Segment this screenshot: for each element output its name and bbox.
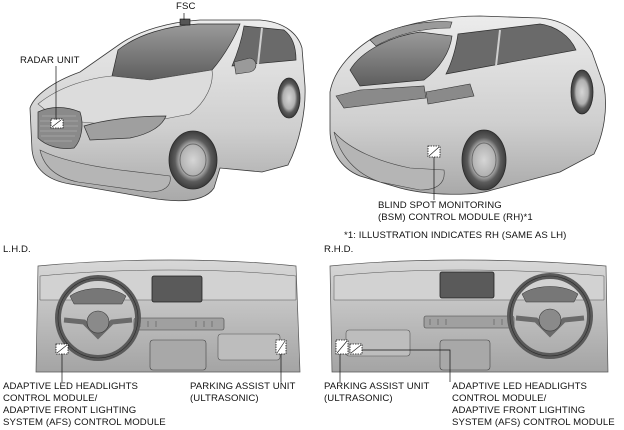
- rear-wheel-right: [461, 129, 507, 191]
- rhd-park-label-line1: PARKING ASSIST UNIT: [324, 381, 430, 392]
- rear-c-pillar: [495, 29, 501, 67]
- radar-unit-marker: [50, 118, 64, 129]
- footnote-label: *1: ILLUSTRATION INDICATES RH (SAME AS L…: [344, 230, 567, 241]
- front-wheel-right: [570, 69, 594, 115]
- front-bumper: [39, 149, 171, 193]
- front-wheel-left: [168, 130, 218, 190]
- lhd-heading: L.H.D.: [3, 244, 31, 255]
- rear-taillight-left: [335, 85, 427, 109]
- rhd-center-display: [439, 271, 495, 299]
- radar-unit-label: RADAR UNIT: [20, 55, 80, 66]
- lhd-afs-label-line4: SYSTEM (AFS) CONTROL MODULE: [3, 417, 166, 428]
- rear-car-illustration: [329, 15, 606, 200]
- front-headlight: [83, 115, 167, 141]
- lhd-park-label-line2: (ULTRASONIC): [190, 393, 259, 404]
- rhd-dashboard-illustration: [329, 259, 609, 382]
- rhd-afs-leader: [362, 349, 451, 382]
- bsm-label-line2: (BSM) CONTROL MODULE (RH)*1: [378, 212, 533, 223]
- lhd-park-label-line1: PARKING ASSIST UNIT: [190, 381, 296, 392]
- rhd-afs-label-line3: ADAPTIVE FRONT LIGHTING: [452, 405, 586, 416]
- grille-mesh: [40, 115, 78, 142]
- rhd-heading: R.H.D.: [324, 244, 354, 255]
- rhd-afs-label-line1: ADAPTIVE LED HEADLIGHTS: [452, 381, 588, 392]
- front-windshield: [111, 23, 241, 81]
- fsc-label: FSC: [176, 1, 196, 12]
- front-side-windows: [231, 25, 297, 67]
- fsc-marker: [179, 18, 191, 26]
- rear-side-windows: [445, 23, 577, 75]
- lhd-center-display: [151, 275, 203, 303]
- rhd-park-label-line2: (ULTRASONIC): [324, 393, 393, 404]
- front-hood: [37, 69, 213, 127]
- lhd-afs-label-line3: ADAPTIVE FRONT LIGHTING: [3, 405, 137, 416]
- bsm-label-line1: BLIND SPOT MONITORING: [378, 200, 502, 211]
- lhd-dashboard-illustration: [35, 259, 301, 382]
- rear-bumper: [333, 131, 445, 191]
- rear-window: [349, 31, 453, 87]
- lhd-afs-label-line1: ADAPTIVE LED HEADLIGHTS: [3, 381, 139, 392]
- front-car-illustration: [29, 13, 306, 202]
- front-mirror: [233, 57, 257, 75]
- rear-wheel-left: [277, 77, 301, 119]
- rear-taillight-right: [425, 83, 475, 105]
- lhd-afs-label-line2: CONTROL MODULE/: [3, 393, 98, 404]
- front-wheel-rim: [179, 143, 207, 177]
- front-b-pillar: [257, 27, 263, 65]
- rhd-afs-label-line4: SYSTEM (AFS) CONTROL MODULE: [452, 417, 615, 428]
- rear-spoiler: [369, 21, 453, 47]
- rhd-afs-label-line2: CONTROL MODULE/: [452, 393, 547, 404]
